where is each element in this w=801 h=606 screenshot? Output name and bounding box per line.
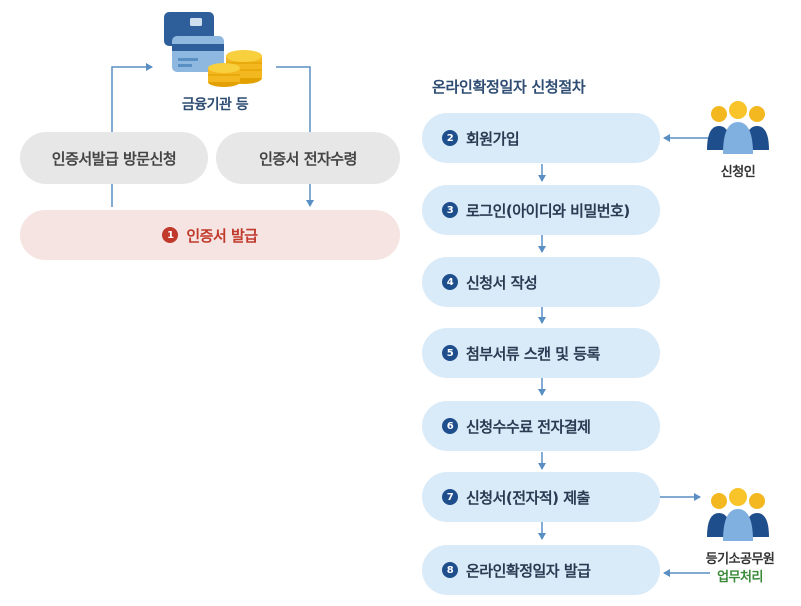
step-5-scan-attachments: 5 첨부서류 스캔 및 등록 [422, 328, 660, 378]
step-3-login: 3 로그인(아이디와 비밀번호) [422, 185, 660, 235]
certificate-issue-label: 인증서 발급 [186, 226, 258, 245]
electronic-receive-pill: 인증서 전자수령 [216, 132, 400, 184]
step-label: 첨부서류 스캔 및 등록 [466, 344, 600, 363]
visit-apply-label: 인증서발급 방문신청 [51, 149, 177, 168]
step-number-badge: 8 [442, 562, 458, 578]
officer-sub-label: 업무처리 [717, 570, 763, 585]
step-number-badge: 1 [162, 227, 179, 243]
step-label: 신청서 작성 [466, 273, 538, 292]
step-8-issue: 8 온라인확정일자 발급 [422, 545, 660, 595]
step-label: 로그인(아이디와 비밀번호) [466, 201, 630, 220]
step-number-badge: 3 [442, 202, 458, 218]
officer-people-icon [707, 488, 769, 541]
step-7-submit: 7 신청서(전자적) 제출 [422, 472, 660, 522]
electronic-receive-label: 인증서 전자수령 [259, 149, 357, 168]
step-6-payment: 6 신청수수료 전자결제 [422, 401, 660, 451]
process-title: 온라인확정일자 신청절차 [432, 78, 586, 96]
step-4-write-application: 4 신청서 작성 [422, 257, 660, 307]
applicant-label: 신청인 [720, 165, 756, 180]
step-2-signup: 2 회원가입 [422, 113, 660, 163]
applicant-people-icon [707, 101, 769, 154]
step-number-badge: 4 [442, 274, 458, 290]
visit-apply-pill: 인증서발급 방문신청 [20, 132, 208, 184]
step-number-badge: 5 [442, 345, 458, 361]
step-label: 온라인확정일자 발급 [466, 561, 591, 580]
step-number-badge: 6 [442, 418, 458, 434]
certificate-issue-pill: 1 인증서 발급 [20, 210, 400, 260]
officer-label: 등기소공무원 [705, 552, 775, 567]
step-label: 신청서(전자적) 제출 [466, 488, 590, 507]
step-number-badge: 7 [442, 489, 458, 505]
bank-card-coins-icon [164, 12, 262, 87]
step-number-badge: 2 [442, 130, 458, 146]
step-label: 회원가입 [466, 129, 520, 148]
step-label: 신청수수료 전자결제 [466, 417, 591, 436]
bank-label: 금융기관 등 [181, 97, 249, 113]
